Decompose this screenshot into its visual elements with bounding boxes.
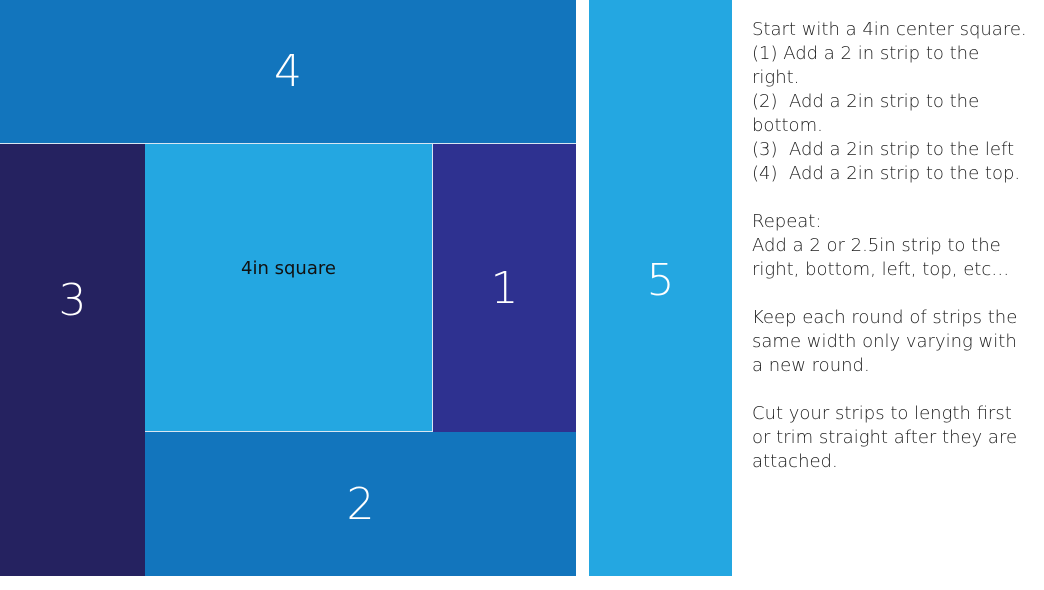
strip-2: 2 [145,432,576,576]
instructions-line: (1) Add a 2 in strip to the [752,43,980,64]
strip-3-label: 3 [58,274,87,326]
instructions-spacer [752,378,1042,402]
instructions-line: Cut your strips to length first [752,403,1012,424]
strip-5-label: 5 [646,254,675,306]
instructions-line: (4) Add a 2in strip to the top. [752,163,1021,184]
strip-4-label: 4 [274,46,302,97]
strip-2-label: 2 [346,478,375,530]
instructions-line: a new round. [752,355,870,376]
instructions-line: Start with a 4in center square. [752,19,1027,40]
instructions-text: Start with a 4in center square. (1) Add a… [752,18,1042,474]
instructions-line: Repeat: [752,211,822,232]
instructions-line: or trim straight after they are [752,427,1018,448]
strip-4: 4 [0,0,576,144]
strip-1: 1 [433,144,576,432]
instructions-line: bottom. [752,115,823,136]
instructions-line: attached. [752,451,838,472]
strip-1-label: 1 [490,262,519,314]
instructions-spacer [752,282,1042,306]
strip-3: 3 [0,144,145,576]
instructions-line: Keep each round of strips the [752,307,1018,328]
instructions-line: same width only varying with [752,331,1017,352]
center-square-label: 4in square [241,258,336,279]
instructions-line: (3) Add a 2in strip to the left [752,139,1015,160]
center-square: 4in square [145,144,433,432]
instructions-line: (2) Add a 2in strip to the [752,91,980,112]
instructions-line: right. [752,67,800,88]
instructions-line: Add a 2 or 2.5in strip to the [752,235,1001,256]
instructions-spacer [752,186,1042,210]
instructions-line: right, bottom, left, top, etc… [752,259,1010,280]
strip-5: 5 [589,0,732,576]
